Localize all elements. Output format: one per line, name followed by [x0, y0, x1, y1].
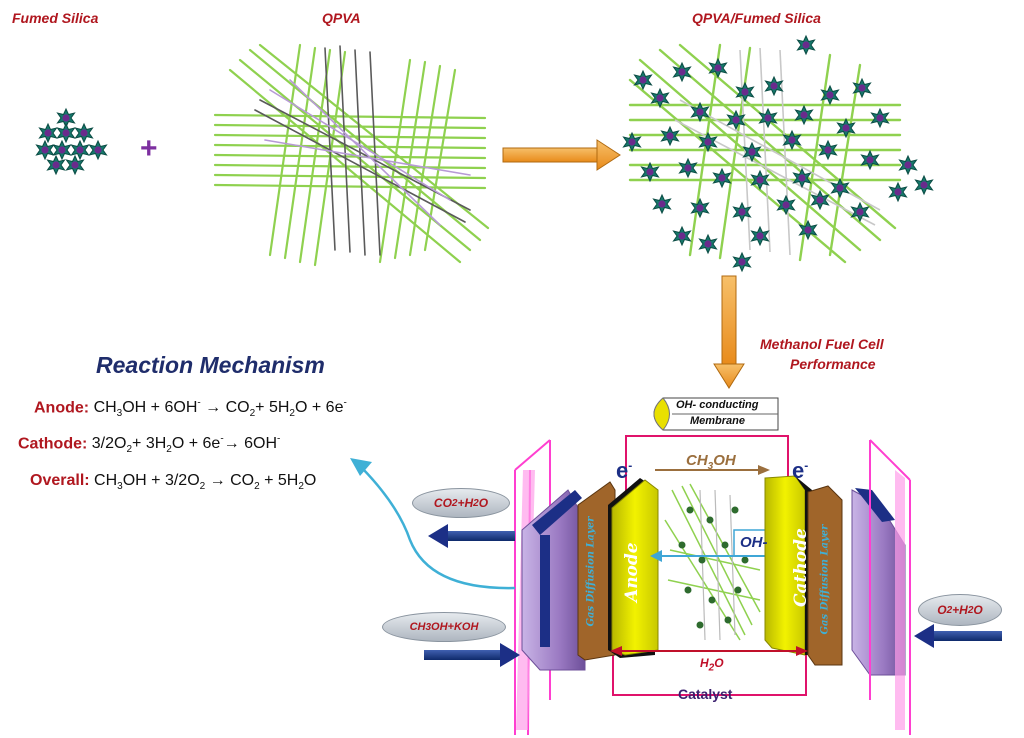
water-label: H2O: [700, 656, 724, 674]
process-arrow-down: [713, 275, 745, 389]
fumed-silica-label: Fumed Silica: [12, 10, 99, 26]
anode-eq-body: CH3OH + 6OH- → CO2+ 5H2O + 6e-: [93, 398, 347, 420]
mechanism-title: Reaction Mechanism: [96, 352, 325, 378]
center-membrane-composite: [664, 483, 761, 641]
anode-eq-label: Anode:: [34, 399, 90, 417]
catalyst-label: Catalyst: [678, 686, 733, 702]
methanol-label: CH3OH: [686, 452, 736, 472]
fumed-silica-cluster: [36, 108, 107, 175]
overall-equation: Overall: CH3OH + 3/2O2 → CO2 + 5H2O: [30, 472, 316, 492]
membrane-label-shape: [653, 397, 779, 431]
qpva-label: QPVA: [322, 10, 361, 26]
plus-sign: +: [140, 132, 158, 165]
electron-right: e-: [792, 458, 809, 483]
right-end-plate: [869, 439, 911, 735]
overall-eq-label: Overall:: [30, 472, 90, 489]
dmfc-label-line2: Performance: [790, 356, 876, 372]
qpva-polymer-mesh: [213, 43, 490, 267]
reaction-curve-arrow: [361, 467, 516, 590]
right-gdl-plate: [807, 485, 843, 666]
oh-label: OH-: [740, 534, 768, 551]
electron-left: e-: [616, 458, 633, 483]
overall-eq-body: CH3OH + 3/2O2 → CO2 + 5H2O: [94, 472, 317, 493]
gdl-label-right: Gas Diffusion Layer: [819, 524, 831, 635]
inlet-arrow-left: [424, 643, 520, 667]
membrane-line1: OH- conducting: [676, 399, 759, 411]
cathode-eq-body: 3/2O2+ 3H2O + 6e-→ 6OH-: [91, 434, 281, 456]
composite-label: QPVA/Fumed Silica: [692, 10, 821, 26]
composite-mesh: [623, 35, 933, 272]
process-arrow-right: [502, 139, 621, 171]
gdl-label-left: Gas Diffusion Layer: [585, 516, 597, 627]
cathode-equation: Cathode: 3/2O2+ 3H2O + 6e-→ 6OH-: [18, 434, 280, 456]
anode-label: Anode: [622, 542, 642, 602]
left-gdl-plate: [577, 481, 616, 661]
cathode-label: Cathode: [791, 528, 811, 607]
inlet-arrow-right: [914, 624, 1002, 648]
membrane-line2: Membrane: [690, 415, 746, 427]
external-circuit: [612, 435, 807, 696]
left-flow-plate: [521, 489, 586, 671]
dmfc-label-line1: Methanol Fuel Cell: [760, 336, 884, 352]
outlet-arrow-left: [428, 524, 515, 548]
cathode-eq-label: Cathode:: [18, 435, 88, 453]
anode-equation: Anode: CH3OH + 6OH- → CO2+ 5H2O + 6e-: [34, 398, 347, 420]
